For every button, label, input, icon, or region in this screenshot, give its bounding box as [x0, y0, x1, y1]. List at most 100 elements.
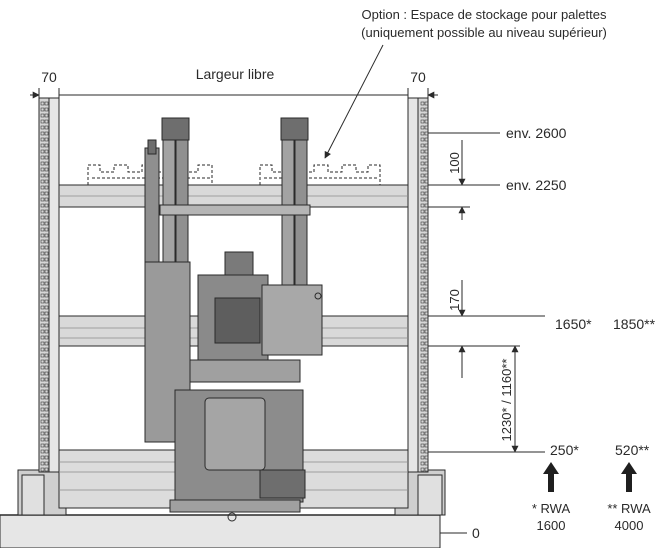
post-hole [44, 335, 49, 340]
post-hole [44, 137, 49, 142]
post-hole [44, 149, 49, 154]
post-hole [40, 215, 45, 220]
upper-beam-label: env. 2250 [506, 177, 567, 193]
post-hole [420, 221, 425, 226]
post-hole [424, 113, 429, 118]
post-hole [424, 443, 429, 448]
post-hole [40, 329, 45, 334]
post-hole [420, 317, 425, 322]
post-hole [420, 353, 425, 358]
post-hole [40, 287, 45, 292]
post-hole [424, 125, 429, 130]
post-hole [40, 209, 45, 214]
post-hole [44, 281, 49, 286]
post-hole [40, 335, 45, 340]
post-hole [420, 389, 425, 394]
post-hole [420, 131, 425, 136]
post-hole [424, 341, 429, 346]
option-callout-arrow [324, 44, 384, 159]
post-hole [424, 221, 429, 226]
post-hole [44, 293, 49, 298]
post-hole [424, 245, 429, 250]
optional-pallets [87, 164, 381, 185]
rwa-arrows [543, 462, 637, 492]
post-hole [40, 293, 45, 298]
post-hole [44, 239, 49, 244]
post-hole [40, 275, 45, 280]
post-hole [40, 167, 45, 172]
post-hole [44, 143, 49, 148]
post-hole [424, 227, 429, 232]
rwa1-line1: * RWA [532, 501, 571, 516]
post-hole [40, 203, 45, 208]
post-hole [424, 239, 429, 244]
post-hole [44, 431, 49, 436]
post-hole [44, 305, 49, 310]
post-hole [424, 383, 429, 388]
lower-range-label: 1230* / 1160** [499, 359, 514, 442]
post-hole [40, 437, 45, 442]
post-hole [420, 449, 425, 454]
post-hole [44, 287, 49, 292]
post-hole [40, 425, 45, 430]
post-hole [420, 383, 425, 388]
post-hole [420, 179, 425, 184]
post-hole [424, 389, 429, 394]
post-hole [40, 251, 45, 256]
post-hole [420, 299, 425, 304]
post-hole [44, 197, 49, 202]
post-hole [424, 293, 429, 298]
post-hole [44, 245, 49, 250]
post-hole [44, 179, 49, 184]
post-hole [420, 401, 425, 406]
post-hole [420, 431, 425, 436]
post-hole [40, 113, 45, 118]
post-hole [424, 461, 429, 466]
post-hole [420, 113, 425, 118]
post-hole [40, 257, 45, 262]
post-hole [44, 227, 49, 232]
left-side-label: 70 [41, 69, 57, 85]
post-hole [44, 377, 49, 382]
post-hole [424, 101, 429, 106]
post-hole [424, 395, 429, 400]
post-hole [424, 419, 429, 424]
post-hole [420, 191, 425, 196]
post-hole [424, 269, 429, 274]
post-hole [424, 107, 429, 112]
post-hole [40, 221, 45, 226]
post-hole [424, 413, 429, 418]
post-hole [44, 155, 49, 160]
post-hole [40, 269, 45, 274]
post-hole [424, 203, 429, 208]
post-hole [424, 377, 429, 382]
right-side-label: 70 [410, 69, 426, 85]
post-hole [44, 317, 49, 322]
post-hole [40, 143, 45, 148]
bottom-a-label: 250* [550, 442, 579, 458]
post-hole [44, 467, 49, 472]
post-hole [40, 467, 45, 472]
post-hole [40, 377, 45, 382]
post-hole [44, 173, 49, 178]
post-hole [424, 437, 429, 442]
post-hole [424, 347, 429, 352]
post-hole [424, 431, 429, 436]
post-hole [44, 371, 49, 376]
post-hole [40, 443, 45, 448]
post-hole [420, 239, 425, 244]
post-hole [44, 401, 49, 406]
post-hole [424, 215, 429, 220]
rack-post-right [407, 97, 429, 473]
post-hole [420, 281, 425, 286]
post-hole [424, 317, 429, 322]
post-hole [424, 323, 429, 328]
post-hole [424, 209, 429, 214]
rwa1-line2: 1600 [537, 518, 566, 533]
post-hole [420, 425, 425, 430]
post-hole [40, 341, 45, 346]
post-hole [44, 113, 49, 118]
post-hole [40, 161, 45, 166]
post-hole [40, 323, 45, 328]
post-hole [420, 305, 425, 310]
